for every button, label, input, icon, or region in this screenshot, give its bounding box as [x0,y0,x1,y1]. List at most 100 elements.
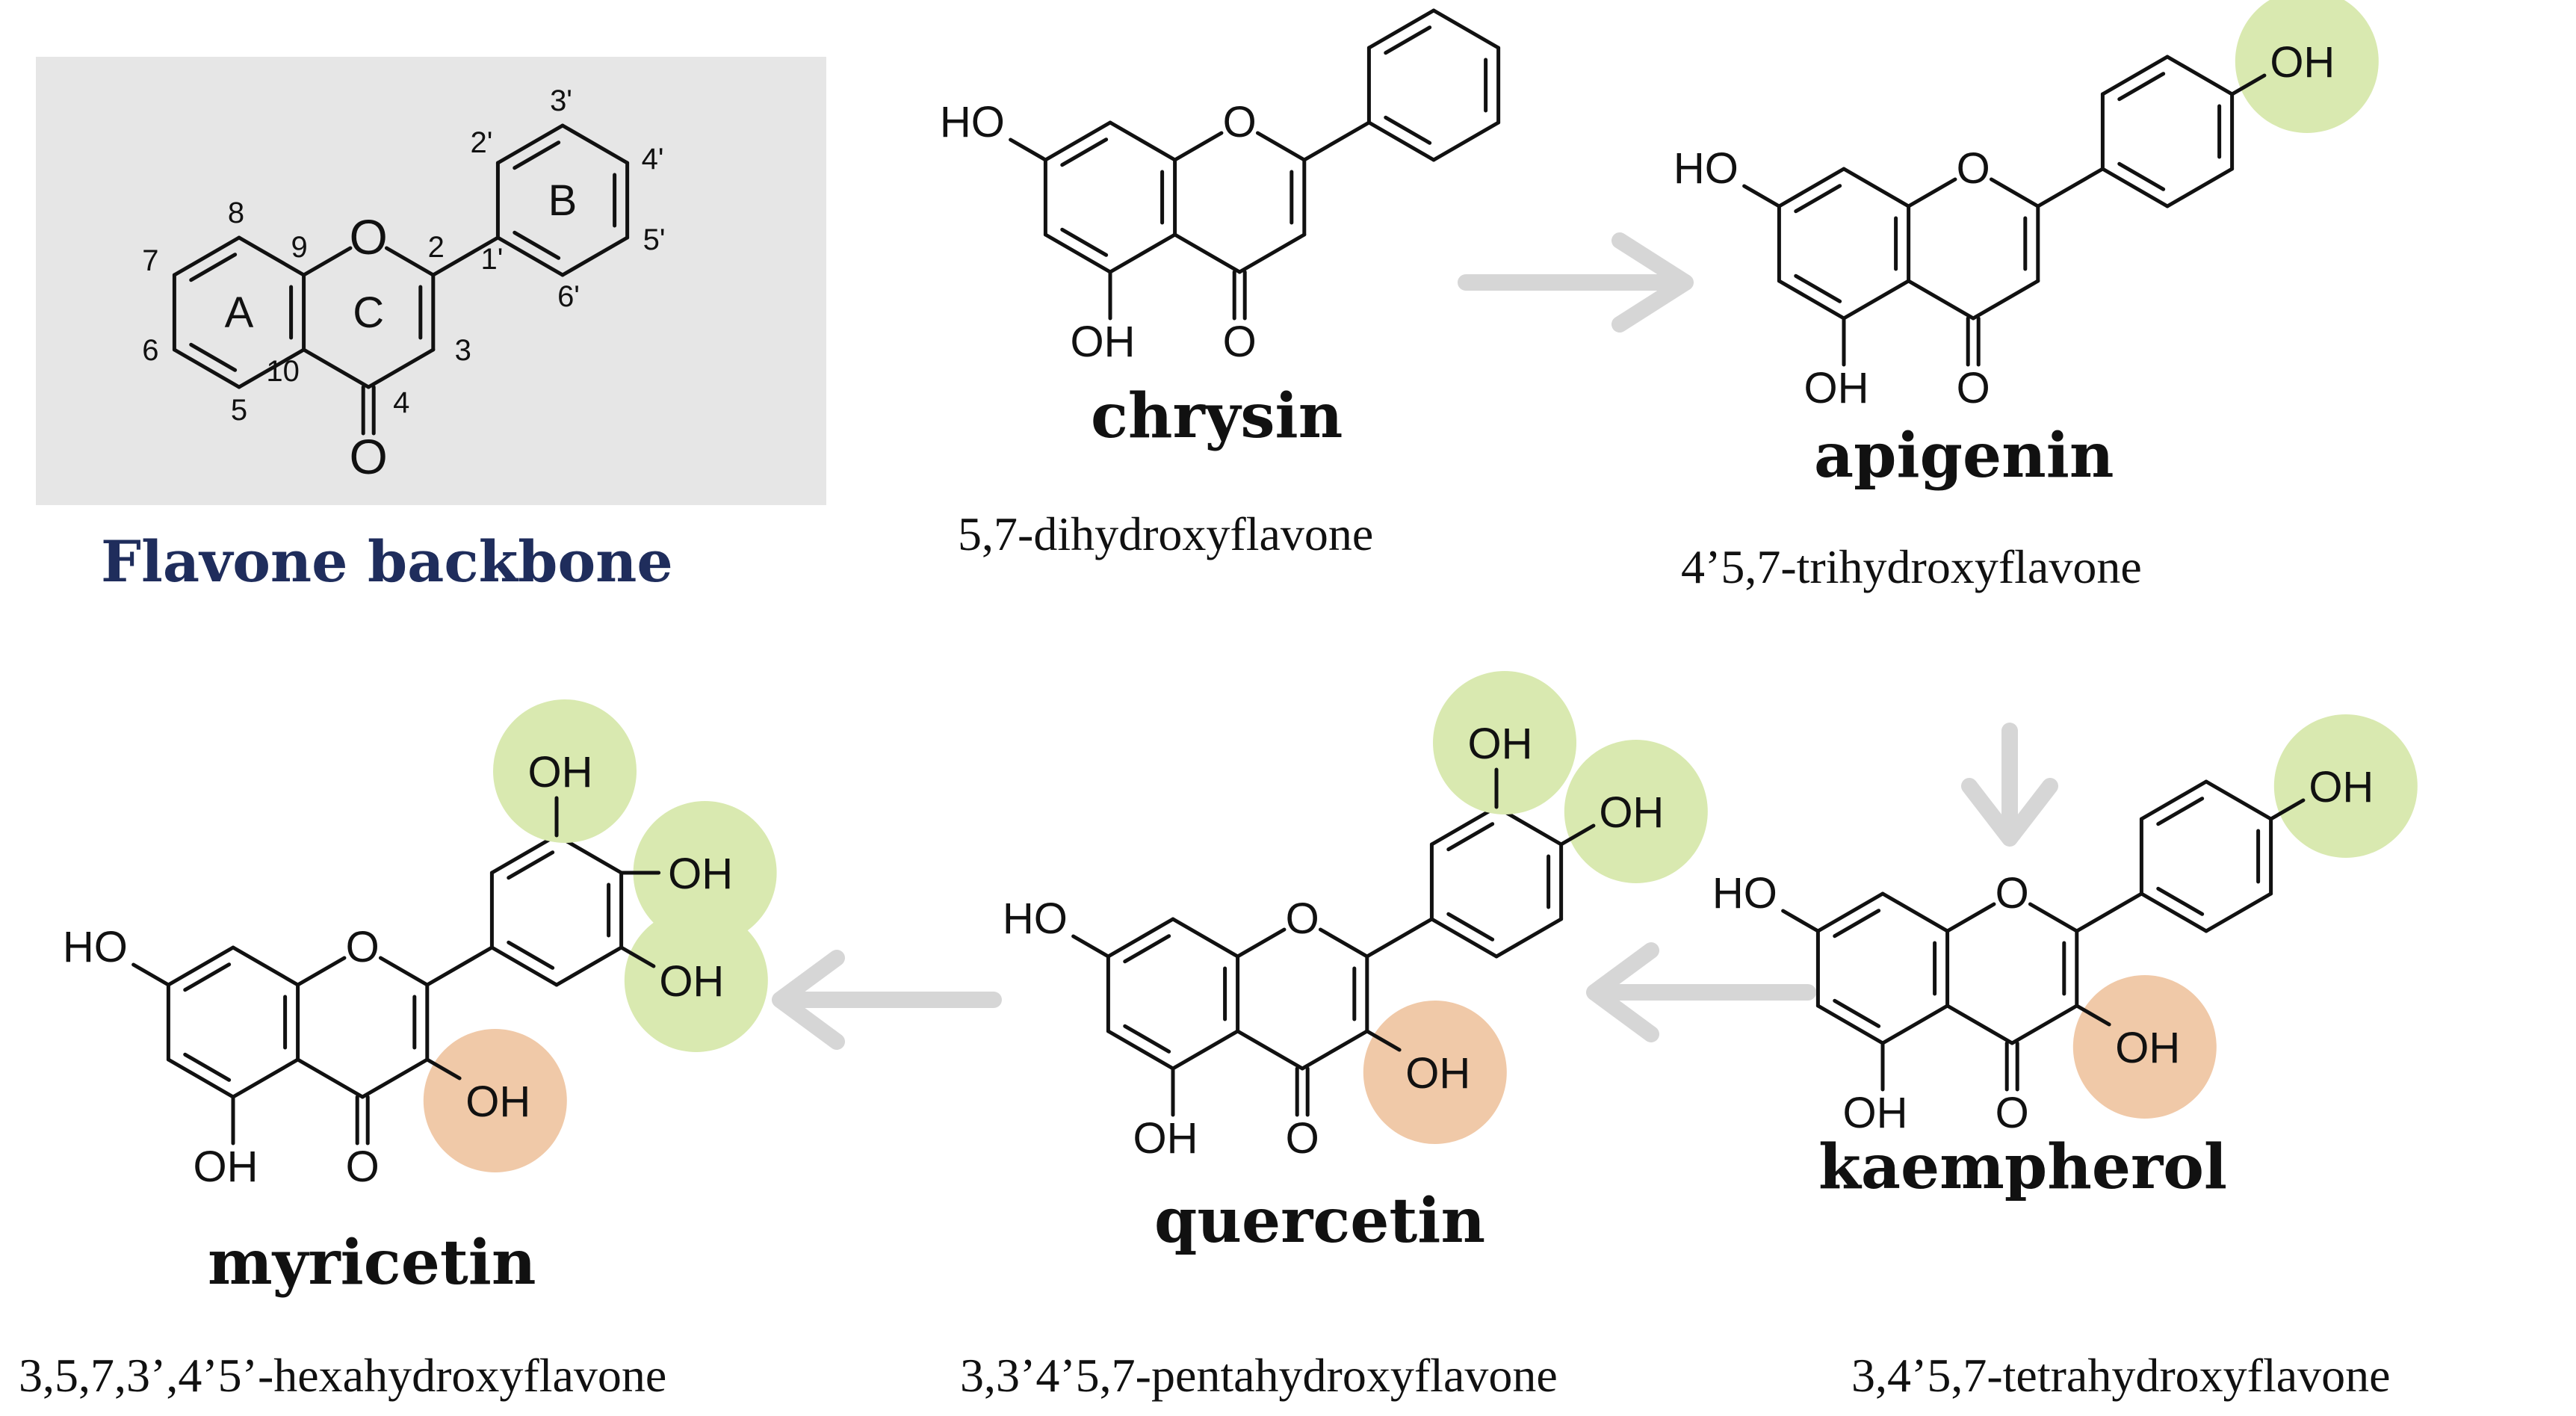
bond-c9-o1 [1173,131,1224,162]
hydroxyl-7-label: HO [1712,869,1777,918]
bond-o1-c2 [384,246,436,277]
hydroxyl-p-highlight [2235,0,2379,133]
hydroxyl-5-label: OH [1071,318,1136,366]
hydroxyl-3-label: OH [465,1078,530,1126]
bond [1108,120,1177,162]
double-bond [1123,1024,1171,1054]
position-2prime: 2' [470,126,492,159]
bond-c7-oh [1071,934,1110,959]
bond [1237,232,1307,274]
hydroxyl-7-label: HO [1674,144,1739,193]
bond [2100,55,2170,96]
bond [1842,279,1911,321]
bond [560,123,630,165]
bond [172,347,241,389]
bond [166,1057,235,1099]
position-5: 5 [231,394,247,427]
position-1prime: 1' [480,243,503,276]
ring-oxygen-label: O [1286,894,1319,943]
bond-o1-c2 [1989,177,2040,208]
double-bond [1446,912,1495,942]
compound-name-chrysin: chrysin [1091,380,1343,452]
bond [2100,167,2170,208]
compound-iupac-myricetin: 3,5,7,3’,4’5’-hexahydroxyflavone [19,1349,666,1402]
bond [1842,167,1911,208]
hydroxyl-p-highlight [1564,740,1708,883]
arrow-apigenin-to-kaempherol [1961,723,2058,847]
hydroxyl-p-highlight [2273,714,2418,858]
bond [2139,891,2208,933]
position-10: 10 [266,355,300,388]
ring-oxygen-label: O [346,923,380,971]
hydroxyl-m2-highlight [624,909,768,1052]
bond-c7-oh [1781,909,1820,933]
bond [237,347,306,389]
bond-c9-o1 [1236,927,1287,959]
hydroxyl-5-label: OH [1133,1114,1198,1163]
hydroxyl-b-label-1: OH [1599,788,1664,837]
compound-name-quercetin: quercetin [1154,1185,1485,1257]
hydroxyl-m1-highlight [1433,671,1577,814]
position-2: 2 [428,231,445,264]
double-bond [507,940,555,970]
bond-b-oh [619,945,656,968]
bond [1777,279,1846,321]
bond-c9-o1 [302,246,353,277]
arrow-kaempherol-to-quercetin [1586,942,1816,1042]
hydroxyl-7-label: HO [940,98,1005,146]
bond [1108,232,1177,274]
bond [2139,779,2208,821]
hydroxyl-m1-highlight [493,699,637,843]
carbonyl-oxygen-label: O [1996,1089,2029,1137]
hydroxyl-5-label: OH [193,1143,258,1191]
bond-c2-c1prime [1302,120,1371,162]
bond [1815,891,1885,933]
hydroxyl-3-highlight [2072,975,2217,1119]
position-8: 8 [228,197,244,229]
double-bond [2117,161,2166,191]
ring-oxygen-label: O [1957,144,1990,193]
compound-iupac-apigenin: 4’5,7-trihydroxyflavone [1681,540,2142,593]
bond-c7-oh [1009,137,1047,162]
bond [1043,232,1112,274]
bond [1171,1029,1240,1071]
double-bond [189,253,238,282]
bond [1236,1029,1304,1071]
bond-c3-oh [425,1057,462,1080]
bond [554,945,624,987]
bond [231,945,300,987]
bond [489,833,559,875]
position-3prime: 3' [550,84,572,117]
bond [1431,120,1501,162]
compound-iupac-chrysin: 5,7-dihydroxyflavone [958,507,1373,560]
backbone-panel [36,57,826,505]
arrow-chrysin-to-apigenin [1458,232,1694,333]
double-bond [1833,998,1881,1028]
bond [366,347,436,389]
hydroxyl-b-label-0: OH [2270,38,2335,87]
ring-oxygen-label: O [1996,869,2029,918]
bond [1777,167,1846,208]
compound-iupac-quercetin: 3,3’4’5,7-pentahydroxyflavone [960,1349,1558,1402]
double-bond [513,140,561,170]
bond-c2-c1prime [2075,891,2143,933]
bond [1429,917,1499,959]
bond [166,945,235,987]
hydroxyl-3-highlight [423,1029,567,1172]
ring-oxygen-label: O [1223,98,1257,146]
position-6: 6 [142,334,158,367]
bond-o1-c2 [1255,131,1307,162]
bond-b-oh [2230,73,2267,96]
bond [1106,1029,1175,1071]
ring-label-c: C [353,288,384,337]
double-bond [513,230,561,260]
bond-b-oh [2269,798,2306,821]
double-bond [1384,25,1432,55]
position-6prime: 6' [557,280,580,313]
bond-o1-c2 [378,956,430,987]
position-4prime: 4' [642,143,664,176]
